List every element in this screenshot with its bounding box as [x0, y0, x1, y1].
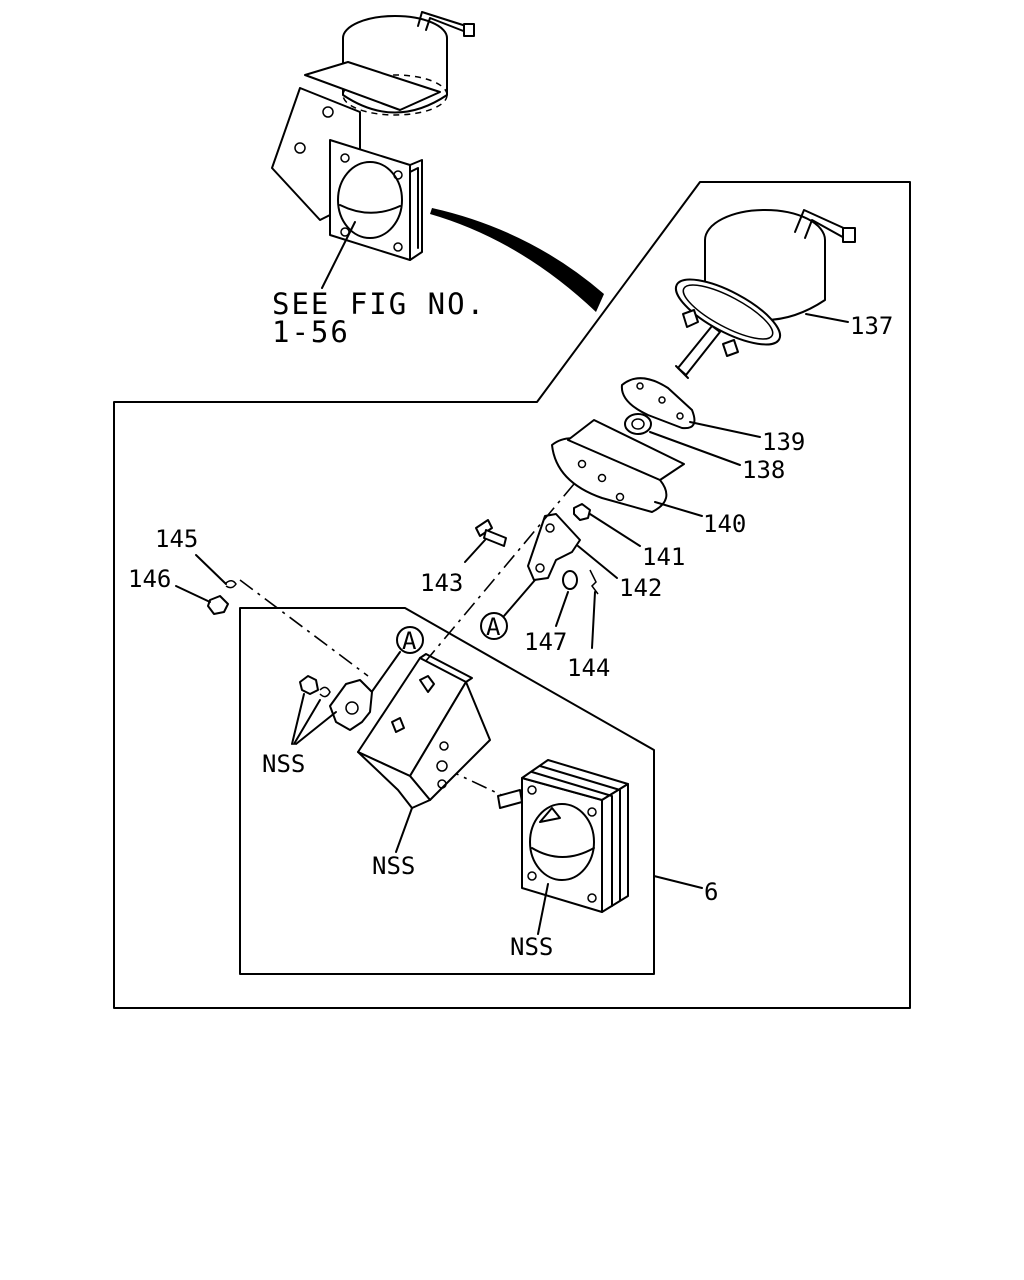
callout-142: 142 [619, 574, 662, 602]
callout-146: 146 [128, 565, 171, 593]
callout-141: 141 [642, 543, 685, 571]
leader-141 [589, 513, 641, 547]
reference-arrow [430, 208, 604, 312]
bolt-143 [475, 519, 507, 547]
bracket-140 [551, 419, 685, 513]
marker-a-link: A [486, 613, 501, 641]
lever-142 [527, 513, 581, 581]
reference-text-line2: 1-56 [272, 315, 350, 349]
callout-6: 6 [704, 878, 718, 906]
actuator-canister-137 [674, 209, 856, 379]
link-plate [329, 679, 373, 731]
washer-147 [562, 570, 578, 590]
callout-nss-valve: NSS [510, 933, 553, 961]
callout-144: 144 [567, 654, 610, 682]
callout-147: 147 [524, 628, 567, 656]
callout-nss-washers: NSS [262, 750, 305, 778]
clip-145 [225, 580, 237, 589]
marker-a-link-circle [480, 612, 508, 640]
leader-147 [555, 591, 569, 627]
nut-and-washers-nss [299, 675, 331, 698]
leader-142 [577, 545, 618, 579]
nut-138 [624, 413, 652, 435]
callout-137: 137 [850, 312, 893, 340]
callout-145: 145 [155, 525, 198, 553]
assembly-outer-frame [113, 181, 911, 1009]
callout-143: 143 [420, 569, 463, 597]
reference-leader-line [321, 221, 356, 289]
assembly-axis-lever-to-bracket [419, 483, 575, 669]
leader-nss-bracket [395, 807, 413, 853]
leader-139 [689, 421, 761, 438]
leader-137 [805, 313, 849, 323]
reference-text-line1: SEE FIG NO. [272, 287, 486, 321]
mounting-bracket-nss [357, 653, 491, 809]
callout-140: 140 [703, 510, 746, 538]
callout-139: 139 [762, 428, 805, 456]
leader-145 [195, 554, 227, 585]
nut-141 [573, 503, 591, 521]
leader-138 [649, 431, 741, 466]
valve-body-nss [497, 759, 629, 913]
plate-139 [620, 377, 696, 430]
leader-6 [653, 875, 703, 889]
callout-138: 138 [742, 456, 785, 484]
valve-subassembly-frame [239, 607, 655, 975]
marker-a-bracket-circle [396, 626, 424, 654]
leader-marker-a-link [503, 579, 536, 617]
leader-nss-washers-3 [295, 711, 337, 745]
pin-144 [589, 569, 599, 595]
leader-146 [175, 585, 211, 603]
leader-nss-washers-2 [293, 699, 321, 745]
leader-143 [464, 539, 486, 563]
marker-a-bracket: A [402, 627, 417, 655]
nut-146 [207, 595, 229, 615]
reference-thumbnail-assembly [271, 11, 475, 261]
leader-144 [591, 591, 596, 649]
leader-nss-valve [537, 883, 549, 935]
leader-140 [654, 501, 703, 517]
callout-nss-bracket: NSS [372, 852, 415, 880]
leader-nss-washers-1 [291, 693, 305, 745]
assembly-axis-clip-to-link [239, 579, 369, 677]
